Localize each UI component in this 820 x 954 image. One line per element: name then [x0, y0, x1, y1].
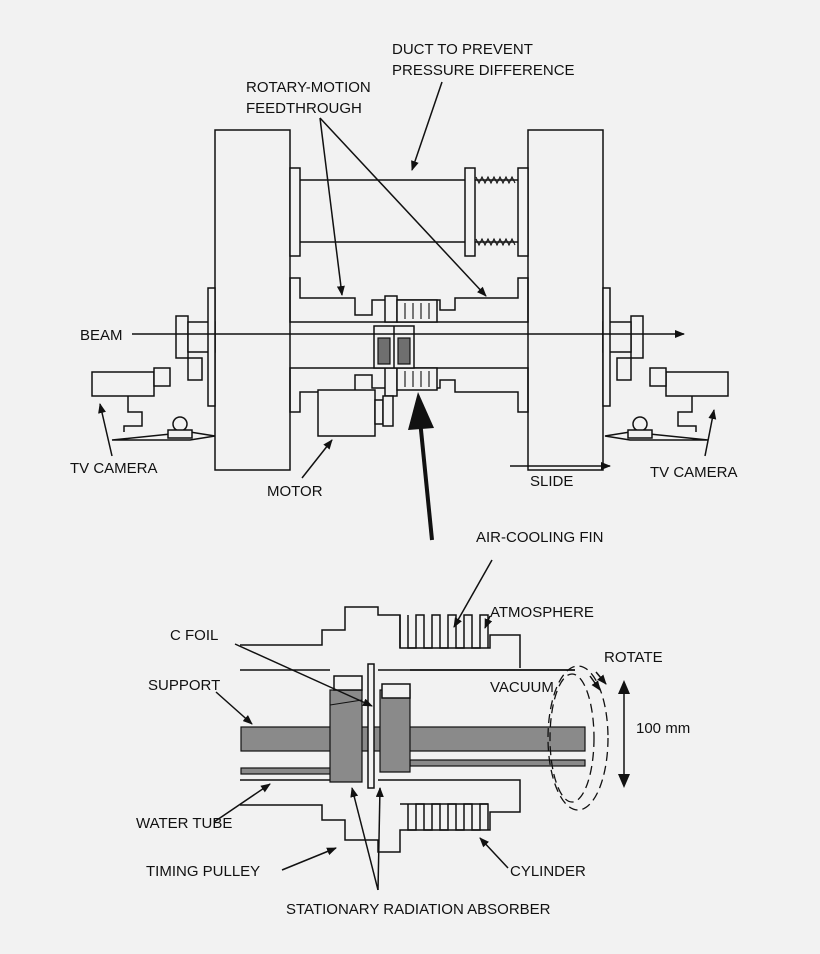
- label-rotate: ROTATE: [604, 649, 663, 666]
- label-atmosphere: ATMOSPHERE: [490, 604, 594, 621]
- upper-housing: [289, 277, 529, 323]
- upper-fins: [384, 295, 438, 323]
- label-tv-camera-right: TV CAMERA: [650, 464, 738, 481]
- label-air-cooling-fin: AIR-COOLING FIN: [476, 529, 604, 546]
- label-c-foil: C FOIL: [170, 627, 218, 644]
- tv-camera-right: [604, 367, 729, 441]
- motor-box: [317, 389, 376, 437]
- label-duct-line1: DUCT TO PREVENT: [392, 41, 533, 58]
- left-chamber: [214, 129, 291, 471]
- lower-fins: [384, 367, 438, 397]
- support-rod: [240, 726, 586, 752]
- detail-view: [240, 606, 630, 853]
- label-vacuum: VACUUM: [490, 679, 554, 696]
- label-water-tube: WATER TUBE: [136, 815, 232, 832]
- label-rotary-line1: ROTARY-MOTION: [246, 79, 371, 96]
- bottom-leaders: [213, 559, 509, 891]
- right-chamber: [527, 129, 604, 471]
- label-dimension: 100 mm: [636, 720, 690, 737]
- lower-housing: [289, 367, 529, 413]
- top-apparatus: [91, 129, 729, 471]
- label-cylinder: CYLINDER: [510, 863, 586, 880]
- label-rotary-line2: FEEDTHROUGH: [246, 100, 362, 117]
- label-slide: SLIDE: [530, 473, 573, 490]
- c-foil-plate: [367, 663, 375, 789]
- label-tv-camera-left: TV CAMERA: [70, 460, 158, 477]
- top-leaders: [98, 81, 717, 479]
- label-stationary-absorber: STATIONARY RADIATION ABSORBER: [286, 901, 551, 918]
- zoom-pointer-arrow: [418, 419, 434, 541]
- water-tube: [240, 767, 332, 775]
- tv-camera-left: [91, 367, 216, 441]
- bellows-top: [475, 175, 516, 247]
- beam-pipe-left: [175, 287, 216, 407]
- duct: [289, 167, 529, 257]
- absorber-right: [379, 689, 411, 773]
- rotate-ellipse-outer: [547, 665, 609, 811]
- label-duct-line2: PRESSURE DIFFERENCE: [392, 62, 575, 79]
- beam-pipe-right: [602, 287, 644, 407]
- target-assembly: [373, 325, 415, 369]
- rotate-ellipse-inner: [549, 673, 595, 803]
- label-beam: BEAM: [80, 327, 123, 344]
- label-support: SUPPORT: [148, 677, 220, 694]
- label-motor: MOTOR: [267, 483, 323, 500]
- zoom-pointer-head: [408, 392, 434, 430]
- label-timing-pulley: TIMING PULLEY: [146, 863, 260, 880]
